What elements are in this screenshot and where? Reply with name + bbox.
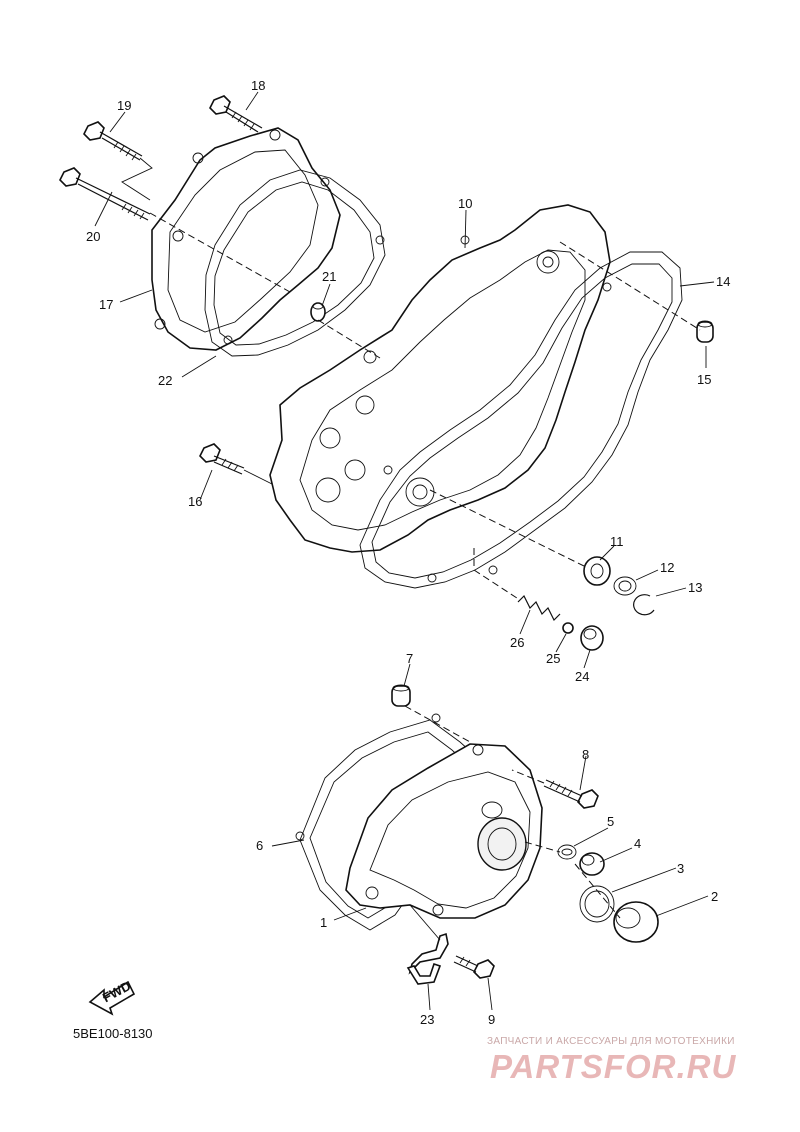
part-25-ball — [562, 622, 574, 634]
watermark-subtitle: ЗАПЧАСТИ И АКСЕССУАРЫ ДЛЯ МОТОТЕХНИКИ — [487, 1036, 735, 1047]
assembly-line-8 — [511, 769, 545, 784]
callout-14: 14 — [716, 274, 730, 289]
part-18-bolt — [209, 95, 263, 133]
callout-16: 16 — [188, 494, 202, 509]
callout-7: 7 — [406, 651, 413, 666]
part-19-bolt — [83, 121, 143, 161]
part-16-bolt — [199, 443, 245, 475]
part-11-oil-seal — [583, 556, 611, 586]
drawing-code: 5BE100-8130 — [73, 1026, 153, 1041]
callout-3: 3 — [677, 861, 684, 876]
callout-25: 25 — [546, 651, 560, 666]
bolt-group-bracket — [121, 157, 153, 201]
part-20-bolt — [59, 167, 151, 221]
callout-22: 22 — [158, 373, 172, 388]
watermark-logo: PARTSFOR.RU — [490, 1048, 737, 1085]
part-22-gasket — [204, 169, 386, 357]
part-4-plug — [579, 852, 605, 876]
part-10-crankcase-cover — [269, 204, 611, 553]
part-13-circlip — [633, 594, 655, 616]
assembly-lines-upper — [149, 212, 701, 601]
assembly-line-lower — [524, 841, 621, 919]
callout-21: 21 — [322, 269, 336, 284]
callout-17: 17 — [99, 297, 113, 312]
callout-12: 12 — [660, 560, 674, 575]
part-8-bolt — [543, 779, 599, 809]
callout-26: 26 — [510, 635, 524, 650]
assembly-line-7 — [404, 705, 471, 743]
callout-15: 15 — [697, 372, 711, 387]
callout-23: 23 — [420, 1012, 434, 1027]
callout-4: 4 — [634, 836, 641, 851]
part-3-o-ring — [579, 885, 615, 923]
part-7-dowel-pin — [391, 684, 411, 707]
part-9-bolt — [453, 955, 495, 979]
callout-13: 13 — [688, 580, 702, 595]
callout-20: 20 — [86, 229, 100, 244]
callout-9: 9 — [488, 1012, 495, 1027]
callout-24: 24 — [575, 669, 589, 684]
part-26-spring — [517, 594, 561, 622]
leader-lines — [94, 91, 715, 1011]
part-21-dowel-pin — [310, 302, 326, 322]
callout-1: 1 — [320, 915, 327, 930]
callout-18: 18 — [251, 78, 265, 93]
callout-8: 8 — [582, 747, 589, 762]
callout-11: 11 — [610, 534, 624, 549]
callout-10: 10 — [458, 196, 472, 211]
callout-6: 6 — [256, 838, 263, 853]
fwd-direction-arrow: FWD — [88, 978, 136, 1016]
part-2-plug — [613, 901, 659, 943]
callout-5: 5 — [607, 814, 614, 829]
part-14-gasket — [359, 251, 683, 589]
part-1-generator-cover — [345, 743, 543, 919]
part-17-clutch-cover — [151, 127, 341, 351]
part-5-o-ring — [557, 844, 577, 860]
assembly-line-23 — [409, 904, 441, 941]
callout-2: 2 — [711, 889, 718, 904]
part-15-dowel-pin — [696, 320, 714, 343]
part-24-plug — [580, 625, 604, 651]
callout-19: 19 — [117, 98, 131, 113]
part-23-clamp — [406, 932, 449, 985]
part-12-washer — [613, 576, 637, 596]
callout-numbers: 18 19 20 17 21 22 10 14 15 16 11 12 13 2… — [86, 78, 730, 1027]
